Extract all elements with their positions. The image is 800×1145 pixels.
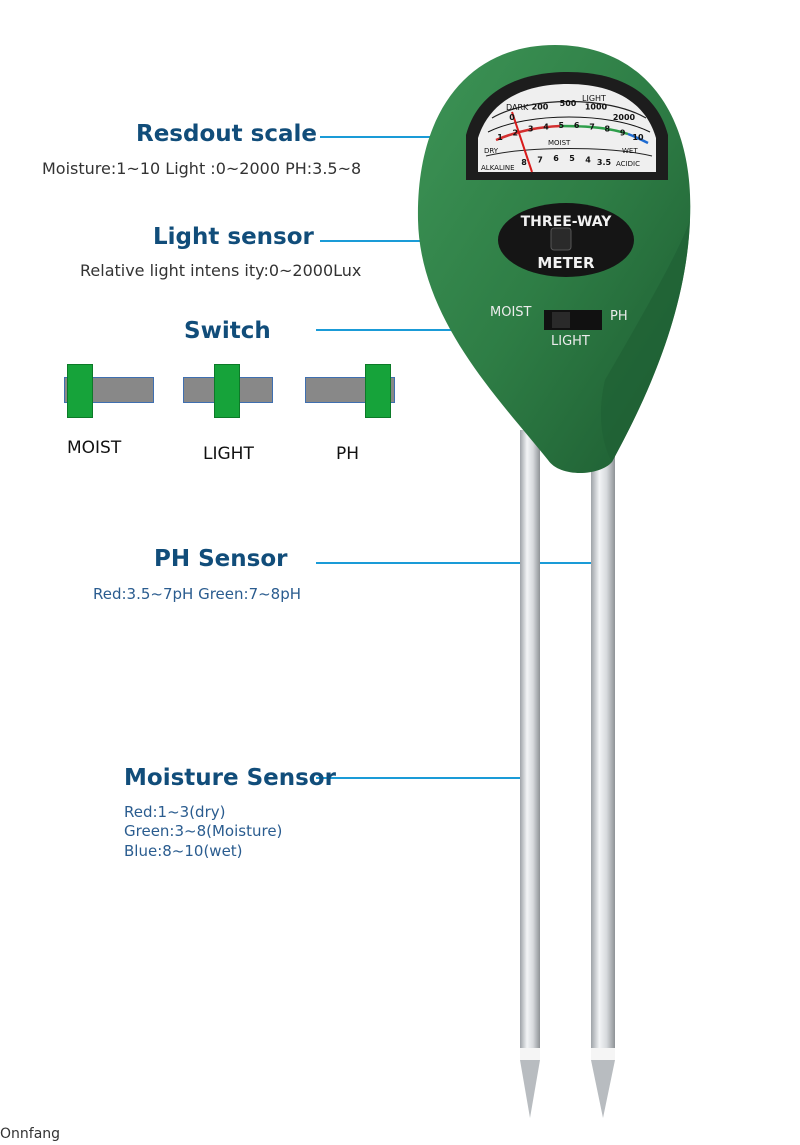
moisture-sensor-title: Moisture Sensor xyxy=(124,765,336,791)
acidic-label: ACIDIC xyxy=(616,160,640,168)
moist-tick-label: 8 xyxy=(605,125,611,134)
light-tick-label: 2000 xyxy=(613,113,636,122)
switch-diagram-moist-knob xyxy=(67,364,93,418)
switch-diagram-ph-label: PH xyxy=(336,444,360,464)
ph-tick-label: 3.5 xyxy=(597,158,612,167)
moist-tick-label: 6 xyxy=(574,121,580,130)
light-sensor-title: Light sensor xyxy=(153,224,314,250)
light-sensor-desc: Relative light intens ity:0~2000Lux xyxy=(80,261,362,280)
switch-diagram-ph-knob xyxy=(365,364,391,418)
ph-sensor-desc: Red:3.5~7pH Green:7~8pH xyxy=(93,585,302,603)
light-sensor-badge: THREE-WAY METER xyxy=(498,203,634,277)
readout-scale-desc: Moisture:1~10 Light :0~2000 PH:3.5~8 xyxy=(42,159,362,178)
moist-tick-label: 10 xyxy=(632,133,644,142)
ph-tick-label: 7 xyxy=(537,155,543,164)
moist-tick-label: 2 xyxy=(513,128,519,137)
credit-text: Onnfang xyxy=(0,1126,61,1142)
device-switch-moist: MOIST xyxy=(490,305,532,320)
light-tick-label: 0 xyxy=(509,113,515,122)
light-scale-label: LIGHT xyxy=(582,94,606,103)
ph-tick-label: 4 xyxy=(585,155,591,164)
light-tick-label: 200 xyxy=(532,103,549,112)
light-ticks: 0 200 500 1000 2000 xyxy=(509,99,635,122)
ph-tick-label: 5 xyxy=(569,154,575,163)
readout-dial: DARK LIGHT MOIST DRY WET ALKALINE ACIDIC… xyxy=(466,72,668,180)
dry-label: DRY xyxy=(484,147,499,155)
wet-label: WET xyxy=(622,147,638,155)
moist-tick-label: 9 xyxy=(620,128,626,137)
moist-tick-label: 1 xyxy=(497,133,503,142)
device-switch: MOIST PH LIGHT xyxy=(490,305,628,349)
light-tick-label: 500 xyxy=(560,99,577,108)
brand-top-label: THREE-WAY xyxy=(521,214,613,230)
moisture-desc-green: Green:3~8(Moisture) xyxy=(124,822,283,840)
device-switch-light: LIGHT xyxy=(551,334,590,349)
readout-scale-title: Resdout scale xyxy=(136,121,317,147)
dark-label: DARK xyxy=(506,103,529,112)
device-switch-ph: PH xyxy=(610,309,628,324)
switch-diagram-light-label: LIGHT xyxy=(203,444,254,464)
ph-tick-label: 6 xyxy=(553,154,559,163)
ph-sensor-title: PH Sensor xyxy=(154,546,288,572)
ph-tick-label: 8 xyxy=(521,158,527,167)
brand-bottom-label: METER xyxy=(537,254,595,272)
ph-ticks: 8 7 6 5 4 3.5 xyxy=(521,154,611,167)
switch-diagram-light-knob xyxy=(214,364,240,418)
moist-scale-label: MOIST xyxy=(548,139,571,147)
ph-probe xyxy=(591,440,615,1118)
switch-title: Switch xyxy=(184,318,271,344)
switch-diagram-moist-label: MOIST xyxy=(67,438,122,458)
moisture-desc-red: Red:1~3(dry) xyxy=(124,803,226,821)
moist-tick-label: 4 xyxy=(543,122,549,131)
moist-tick-label: 7 xyxy=(589,122,595,131)
moist-tick-label: 3 xyxy=(528,125,534,134)
moist-tick-label: 5 xyxy=(559,121,565,130)
alkaline-label: ALKALINE xyxy=(481,164,515,172)
light-tick-label: 1000 xyxy=(585,103,608,112)
moisture-desc-blue: Blue:8~10(wet) xyxy=(124,842,243,860)
moisture-probe xyxy=(520,430,540,1118)
